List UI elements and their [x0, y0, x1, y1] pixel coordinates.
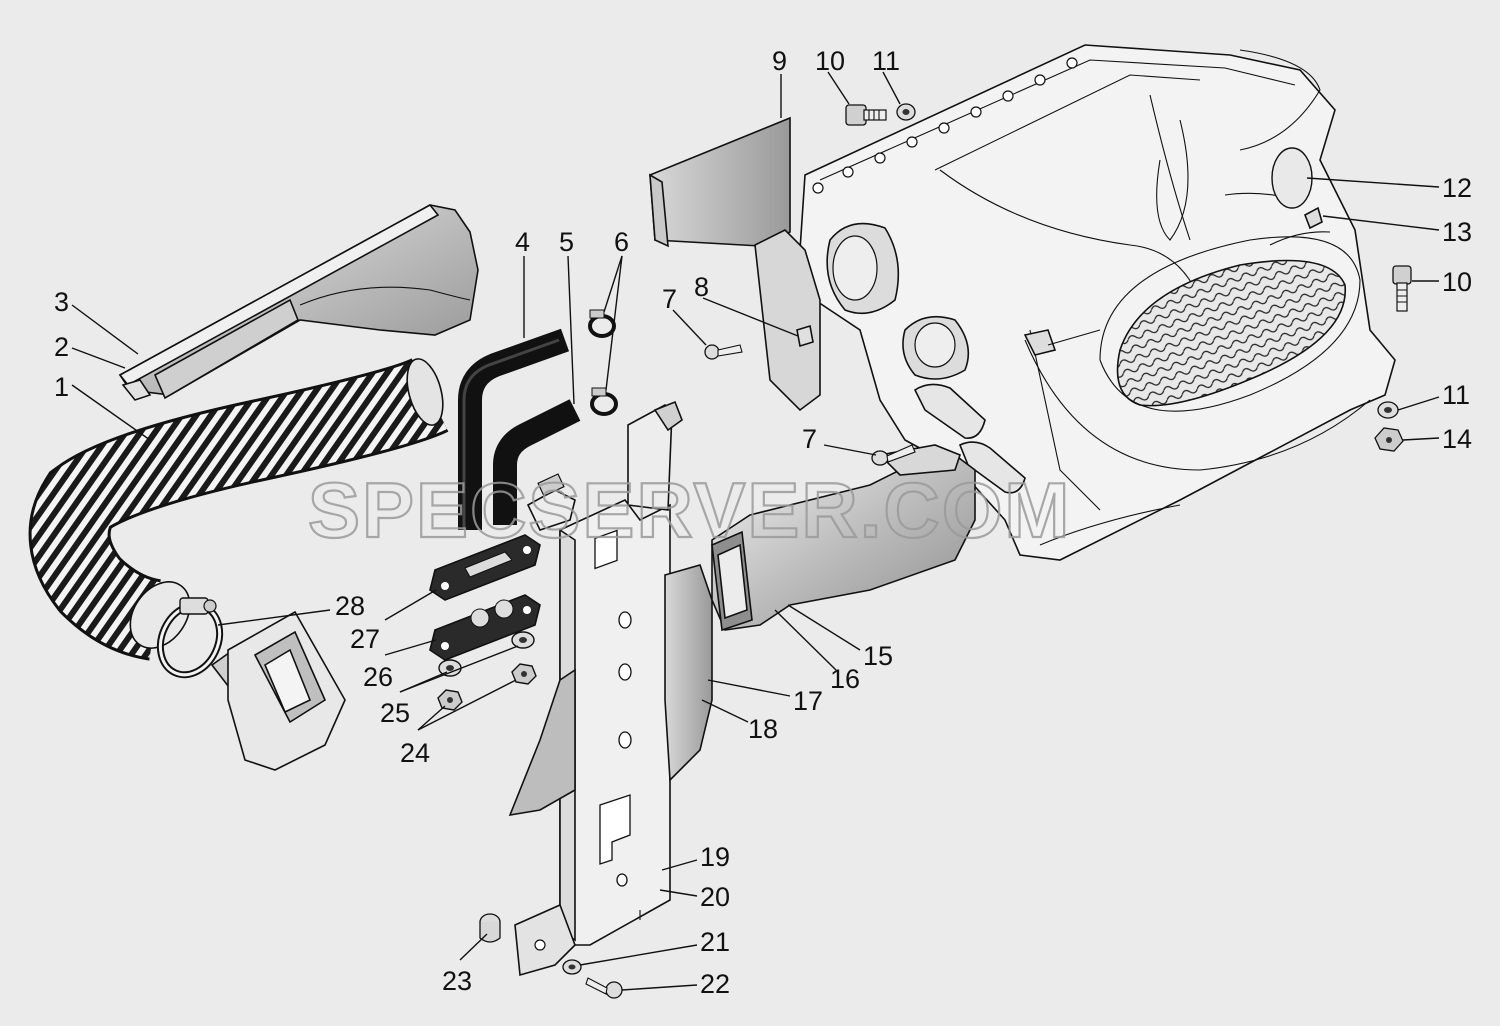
screw-7-upper	[704, 344, 743, 360]
screw-22	[585, 977, 623, 999]
callout-22: 22	[700, 969, 730, 999]
air-nozzle	[210, 610, 346, 771]
callout-7-upper: 7	[662, 284, 677, 314]
callout-19: 19	[700, 842, 730, 872]
gasket-26	[429, 594, 541, 661]
callout-16: 16	[830, 664, 860, 694]
nuts-24	[437, 663, 537, 711]
callout-17: 17	[793, 686, 823, 716]
washer-21	[562, 959, 582, 975]
callout-6: 6	[614, 227, 629, 257]
corrugated-hose-1	[28, 357, 449, 661]
callout-8: 8	[694, 272, 709, 302]
bolt-10-top	[845, 104, 887, 126]
callout-11-right: 11	[1442, 380, 1470, 410]
callout-3: 3	[54, 287, 69, 317]
callout-14: 14	[1442, 424, 1472, 454]
nut-14	[1374, 427, 1404, 452]
hose-5	[493, 399, 581, 525]
callout-5: 5	[559, 227, 574, 257]
clip-8	[796, 324, 814, 348]
air-duct-3	[118, 203, 479, 401]
callout-7-lower: 7	[802, 424, 817, 454]
callout-26: 26	[363, 662, 393, 692]
heater-housing	[799, 44, 1396, 561]
deflector-panel-9	[649, 116, 821, 412]
callout-4: 4	[515, 227, 530, 257]
callout-13: 13	[1442, 217, 1472, 247]
hose-clamps-6	[588, 309, 618, 416]
callout-11-top: 11	[872, 46, 900, 76]
gasket-27	[429, 534, 541, 601]
leader-lines	[71, 71, 1440, 991]
air-duct-15	[711, 444, 976, 632]
callout-1: 1	[54, 372, 69, 402]
washer-11-top	[896, 103, 916, 121]
callout-15: 15	[863, 641, 893, 671]
callout-23: 23	[442, 966, 472, 996]
bolt-10-right	[1392, 265, 1412, 312]
callout-28: 28	[335, 591, 365, 621]
callout-24: 24	[400, 738, 430, 768]
clip-13	[1304, 206, 1323, 230]
callout-9: 9	[772, 46, 787, 76]
callout-labels: 1 2 3 4 5 6 7 7 8 9 10 10 11 11 12 13 14…	[54, 46, 1472, 999]
callout-2: 2	[54, 332, 69, 362]
callout-25: 25	[380, 698, 410, 728]
callout-12: 12	[1442, 173, 1472, 203]
hose-clamp-28	[156, 597, 224, 679]
callout-10-top: 10	[815, 46, 845, 76]
washer-11-right	[1377, 401, 1399, 419]
callout-27: 27	[350, 624, 380, 654]
callout-20: 20	[700, 882, 730, 912]
callout-10-right: 10	[1442, 267, 1472, 297]
hose-4	[458, 328, 570, 530]
callout-21: 21	[700, 927, 730, 957]
air-duct-18	[508, 564, 713, 817]
sleeve-23	[479, 913, 501, 943]
watermark-text: SPECSERVER.COM	[308, 466, 1071, 554]
callout-18: 18	[748, 714, 778, 744]
